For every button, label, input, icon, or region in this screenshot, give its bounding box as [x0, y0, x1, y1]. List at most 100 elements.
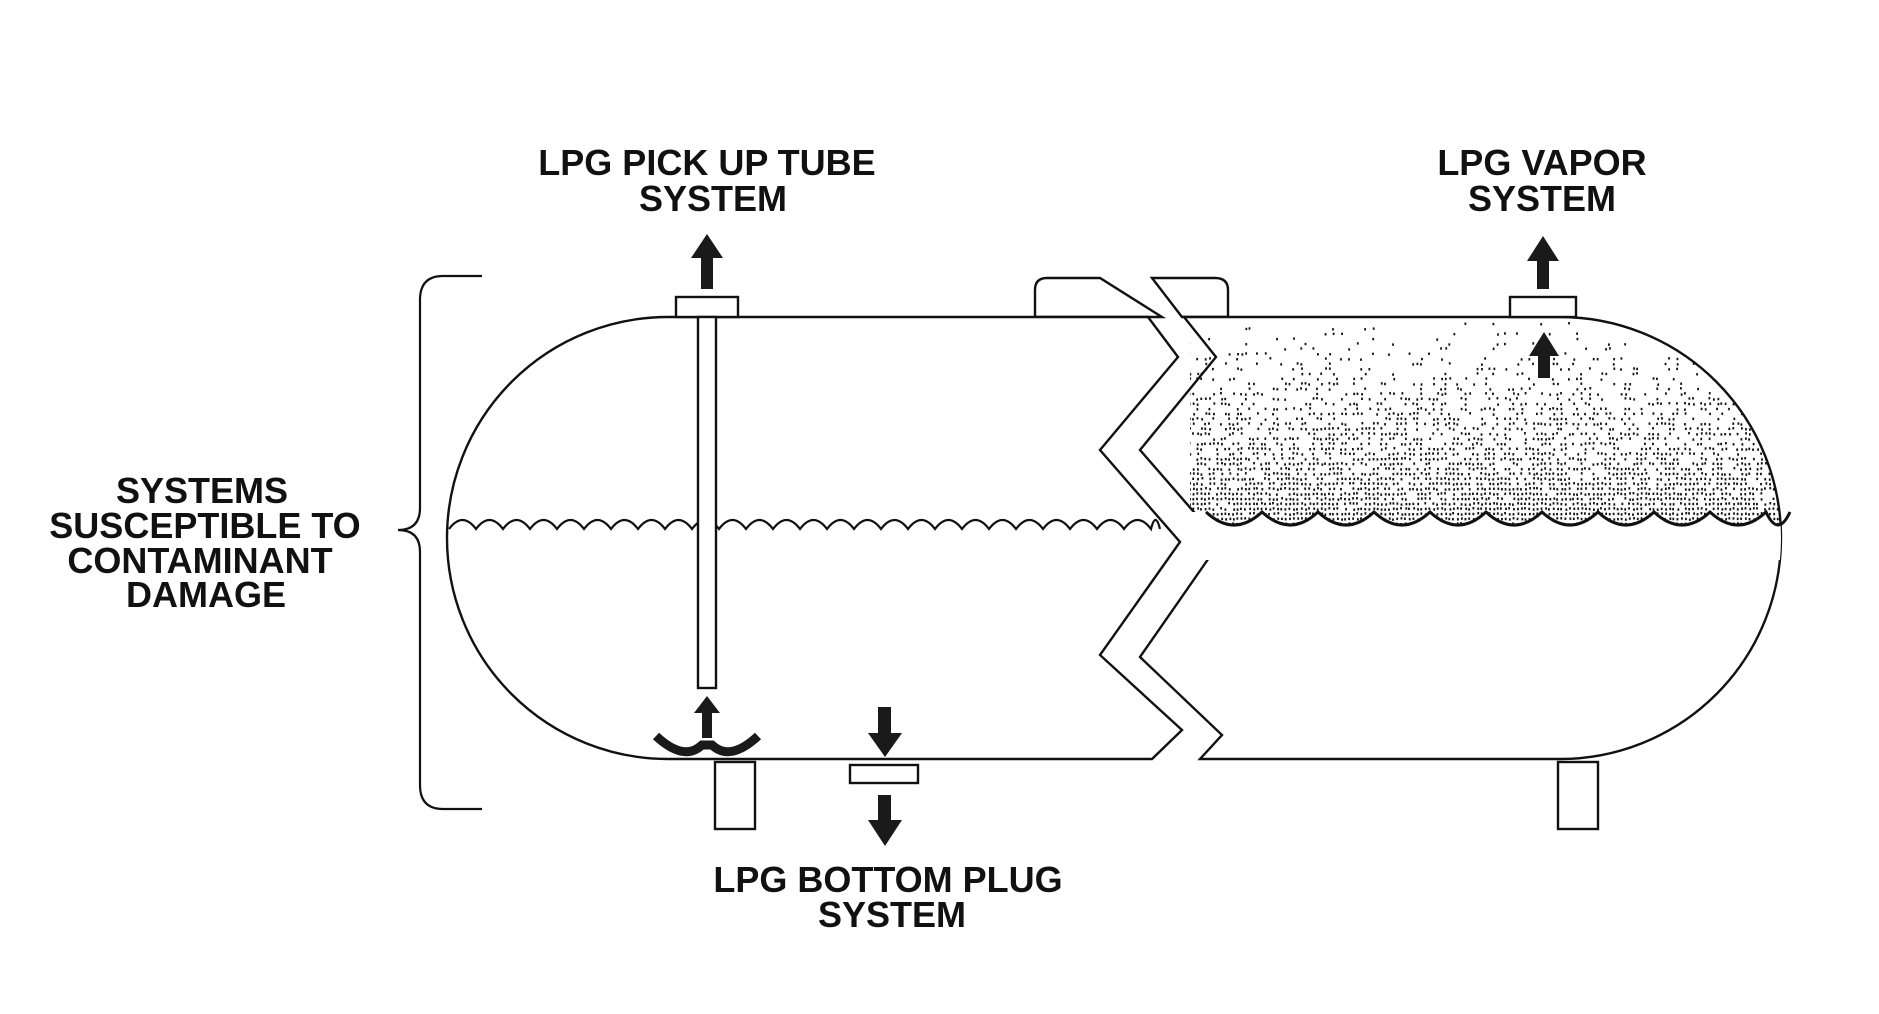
vapor-dot [1700, 442, 1703, 446]
vapor-dot [1340, 452, 1342, 455]
vapor-dot [1357, 507, 1360, 511]
vapor-dot [1409, 453, 1412, 456]
vapor-dot [1433, 418, 1435, 421]
pickup-fitting [674, 295, 740, 319]
vapor-dot [1628, 513, 1630, 516]
vapor-dot [1396, 472, 1399, 475]
vapor-dot [1548, 457, 1551, 460]
vapor-dot [1161, 493, 1163, 495]
vapor-dot [1572, 393, 1575, 396]
vapor-dot [1368, 442, 1370, 445]
vapor-dot [1405, 502, 1408, 506]
vapor-dot [1420, 482, 1423, 486]
vapor-dot [1484, 407, 1486, 410]
vapor-dot [1400, 478, 1403, 481]
vapor-dot [1389, 437, 1392, 441]
vapor-dot [1497, 403, 1499, 406]
vapor-dot [1673, 458, 1675, 461]
vapor-dot [1212, 367, 1214, 371]
vapor-dot [1388, 467, 1390, 470]
vapor-dot [1525, 483, 1527, 486]
vapor-dot [1652, 442, 1654, 446]
vapor-dot [1437, 452, 1439, 455]
vapor-dot [1508, 408, 1511, 411]
vapor-dot [1181, 383, 1183, 385]
vapor-dot [1432, 408, 1435, 411]
vapor-dot [1660, 488, 1663, 491]
vapor-dot [1517, 493, 1519, 496]
vapor-dot [1292, 477, 1295, 480]
vapor-dot [1525, 447, 1528, 450]
vapor-dot [1277, 477, 1279, 481]
vapor-dot [1624, 512, 1627, 515]
vapor-dot [1688, 508, 1691, 511]
vapor-dot [1784, 507, 1786, 509]
vapor-dot [1268, 467, 1270, 471]
vapor-dot [1492, 392, 1494, 396]
vapor-dot [1484, 488, 1486, 491]
vapor-dot [1192, 498, 1195, 501]
vapor-dot [1633, 463, 1636, 466]
vapor-dot [1508, 452, 1511, 455]
vapor-dot [1676, 363, 1679, 366]
vapor-dot [1333, 417, 1336, 420]
vapor-dot [1712, 468, 1715, 471]
vapor-dot [1684, 443, 1687, 446]
vapor-dot [1568, 378, 1570, 381]
vapor-dot [1688, 468, 1690, 471]
vapor-dot [1289, 422, 1292, 425]
systems-label-line3: CONTAMINANT [67, 540, 332, 581]
vapor-dot [1745, 428, 1747, 431]
vapor-dot [1296, 498, 1299, 501]
vapor-dot [1597, 497, 1600, 500]
vapor-dot [1540, 412, 1543, 415]
vapor-dot [1213, 412, 1215, 416]
vapor-dot [1548, 513, 1551, 516]
vapor-dot [1328, 492, 1330, 496]
vapor-dot [1632, 492, 1635, 495]
vapor-dot [1780, 408, 1781, 411]
vapor-dot [1713, 433, 1716, 436]
vapor-dot [1288, 473, 1290, 476]
vapor-dot [1745, 393, 1748, 396]
vapor-dot [1544, 502, 1547, 506]
vapor-dot [1413, 472, 1416, 476]
vapor-dot [1408, 448, 1411, 451]
vapor-dot [1457, 472, 1460, 476]
vapor-dot [1140, 488, 1142, 490]
vapor-dot [1145, 423, 1147, 425]
vapor-dot [1577, 413, 1579, 416]
vapor-dot [1785, 477, 1787, 479]
vapor-dot [1756, 513, 1759, 516]
vapor-dot [1169, 407, 1171, 409]
vapor-dot [1580, 498, 1583, 501]
vapor-dot [1665, 392, 1667, 395]
vapor-dot [1185, 358, 1187, 360]
vapor-dot [1236, 422, 1239, 425]
vapor-dot [1733, 487, 1735, 490]
vapor-dot [1516, 517, 1519, 521]
vapor-dot [1516, 412, 1519, 416]
vapor-dot [1404, 492, 1406, 495]
vapor-dot [1736, 512, 1739, 516]
vapor-dot [1252, 477, 1254, 481]
vapor-dot [1441, 358, 1443, 361]
vapor-dot [1688, 472, 1691, 475]
vapor-dot [1368, 452, 1371, 455]
vapor-dot [1376, 497, 1379, 500]
vapor-dot [1493, 367, 1496, 371]
vapor-dot [1732, 477, 1735, 481]
vapor-dot [1749, 412, 1752, 415]
vapor-dot [1217, 487, 1219, 490]
vapor-dot [1541, 458, 1544, 461]
vapor-dot [1400, 462, 1403, 466]
vapor-dot [1345, 393, 1348, 396]
vapor-dot [1637, 473, 1640, 476]
vapor-dot [1636, 517, 1639, 521]
vapor-dot [1308, 372, 1311, 376]
vapor-dot [1229, 378, 1231, 381]
vapor-dot [1173, 518, 1175, 520]
vapor-dot [1485, 377, 1488, 380]
vapor-dot [1288, 457, 1291, 460]
vapor-dot [1420, 397, 1423, 400]
